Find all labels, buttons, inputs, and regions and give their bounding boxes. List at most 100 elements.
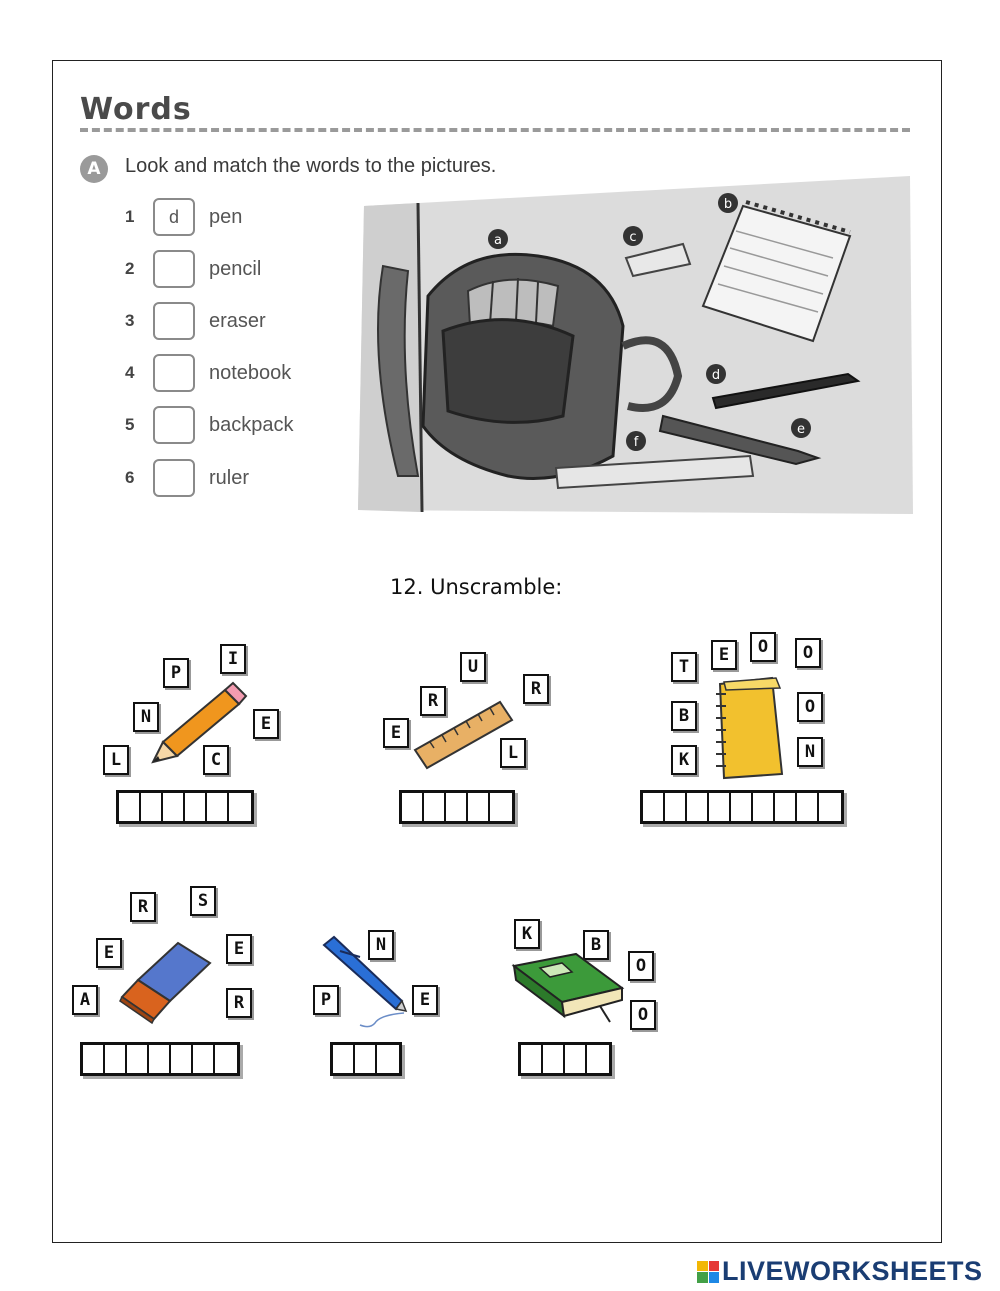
answer-cell[interactable] (731, 793, 753, 821)
match-number: 2 (125, 259, 135, 278)
answer-cell[interactable] (215, 1045, 237, 1073)
answer-cell[interactable] (149, 1045, 171, 1073)
answer-cell[interactable] (565, 1045, 587, 1073)
letter-tile[interactable]: N (368, 930, 394, 960)
letter-tile[interactable]: O (630, 1000, 656, 1030)
answer-cell[interactable] (141, 793, 163, 821)
answer-cell[interactable] (587, 1045, 609, 1073)
answer-cell[interactable] (775, 793, 797, 821)
letter-tile[interactable]: O (628, 951, 654, 981)
letter-tile[interactable]: I (220, 644, 246, 674)
match-number: 5 (125, 415, 135, 434)
answer-cell[interactable] (355, 1045, 377, 1073)
letter-tile[interactable]: E (412, 985, 438, 1015)
answer-cell[interactable] (709, 793, 731, 821)
answer-cell[interactable] (119, 793, 141, 821)
letter-tile[interactable]: E (226, 934, 252, 964)
answer-cell[interactable] (229, 793, 251, 821)
letter-tile[interactable]: L (103, 745, 129, 775)
answer-cell[interactable] (83, 1045, 105, 1073)
ruler-illustration (554, 454, 755, 490)
match-answer-box[interactable] (153, 406, 195, 444)
answer-boxes[interactable] (116, 790, 254, 824)
eraser-icon (119, 941, 212, 1025)
match-answer-box[interactable]: d (153, 198, 195, 236)
answer-cell[interactable] (424, 793, 446, 821)
letter-tile[interactable]: E (711, 640, 737, 670)
match-word: pen (209, 205, 243, 228)
match-answer-box[interactable] (153, 302, 195, 340)
letter-tile[interactable]: U (460, 652, 486, 682)
answer-cell[interactable] (171, 1045, 193, 1073)
letter-tile[interactable]: P (163, 658, 189, 688)
book-icon (511, 952, 625, 1023)
match-row: 6 ruler (125, 458, 249, 498)
letter-tile[interactable]: N (133, 702, 159, 732)
answer-cell[interactable] (665, 793, 687, 821)
letter-tile[interactable]: N (797, 737, 823, 767)
letter-tile[interactable]: R (420, 686, 446, 716)
answer-cell[interactable] (377, 1045, 399, 1073)
eraser-illustration (624, 242, 692, 278)
letter-tile[interactable]: O (795, 638, 821, 668)
answer-cell[interactable] (753, 793, 775, 821)
answer-cell[interactable] (490, 793, 512, 821)
notebook-icon (716, 676, 784, 780)
letter-tile[interactable]: E (253, 709, 279, 739)
letter-tile[interactable]: B (671, 701, 697, 731)
answer-cell[interactable] (402, 793, 424, 821)
match-answer-box[interactable] (153, 459, 195, 497)
letter-tile[interactable]: O (797, 692, 823, 722)
picture-label: a (494, 233, 502, 248)
picture-label: b (724, 197, 732, 212)
answer-boxes[interactable] (399, 790, 515, 824)
letter-tile[interactable]: K (671, 745, 697, 775)
answer-cell[interactable] (797, 793, 819, 821)
letter-tile[interactable]: R (226, 988, 252, 1018)
answer-boxes[interactable] (80, 1042, 240, 1076)
match-answer-box[interactable] (153, 354, 195, 392)
letter-tile[interactable]: E (96, 938, 122, 968)
answer-boxes[interactable] (330, 1042, 402, 1076)
answer-boxes[interactable] (518, 1042, 612, 1076)
match-answer-box[interactable] (153, 250, 195, 288)
match-row: 1 d pen (125, 197, 242, 237)
answer-cell[interactable] (185, 793, 207, 821)
letter-tile[interactable]: A (72, 985, 98, 1015)
exercise-12-title: 12. Unscramble: (390, 575, 563, 599)
pen-illustration (711, 372, 861, 410)
answer-cell[interactable] (193, 1045, 215, 1073)
picture-label: e (797, 422, 805, 437)
answer-cell[interactable] (819, 793, 841, 821)
match-word: ruler (209, 466, 250, 489)
answer-cell[interactable] (521, 1045, 543, 1073)
brand-name: LIVEWORKSHEETS (722, 1256, 983, 1286)
section-title: Words (80, 92, 192, 127)
letter-tile[interactable]: E (383, 718, 409, 748)
answer-cell[interactable] (333, 1045, 355, 1073)
answer-cell[interactable] (207, 793, 229, 821)
letter-tile[interactable]: C (203, 745, 229, 775)
letter-tile[interactable]: B (583, 930, 609, 960)
letter-tile[interactable]: P (313, 985, 339, 1015)
letter-tile[interactable]: O (750, 632, 776, 662)
answer-cell[interactable] (127, 1045, 149, 1073)
answer-cell[interactable] (468, 793, 490, 821)
letter-tile[interactable]: R (523, 674, 549, 704)
answer-cell[interactable] (446, 793, 468, 821)
answer-cell[interactable] (643, 793, 665, 821)
answer-cell[interactable] (543, 1045, 565, 1073)
letter-tile[interactable]: S (190, 886, 216, 916)
match-word: pencil (209, 257, 262, 280)
letter-tile[interactable]: T (671, 652, 697, 682)
letter-tile[interactable]: L (500, 738, 526, 768)
answer-cell[interactable] (163, 793, 185, 821)
letter-tile[interactable]: K (514, 919, 540, 949)
answer-boxes[interactable] (640, 790, 844, 824)
ruler-icon (413, 700, 514, 770)
pencil-illustration (658, 414, 822, 466)
answer-cell[interactable] (105, 1045, 127, 1073)
match-number: 3 (125, 311, 135, 330)
letter-tile[interactable]: R (130, 892, 156, 922)
answer-cell[interactable] (687, 793, 709, 821)
